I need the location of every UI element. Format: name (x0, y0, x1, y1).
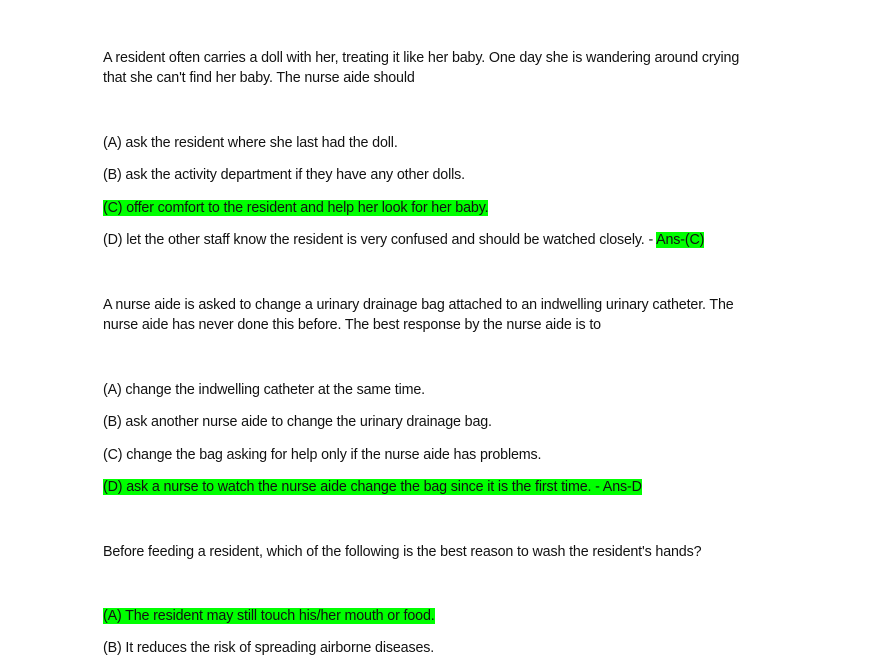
question-1-option-c: (C) offer comfort to the resident and he… (103, 198, 489, 218)
question-2-option-c: (C) change the bag asking for help only … (103, 447, 542, 463)
question-1-option-d-text: (D) let the other staff know the residen… (103, 232, 657, 248)
question-1-option-b: (B) ask the activity department if they … (103, 167, 465, 183)
question-1-option-c-highlighted: (C) offer comfort to the resident and he… (103, 200, 489, 216)
question-1-stem-line-1: A resident often carries a doll with her… (103, 50, 740, 66)
question-2-option-d-highlighted: (D) ask a nurse to watch the nurse aide … (103, 479, 642, 495)
question-1-stem-line-2: that she can't find her baby. The nurse … (103, 70, 415, 86)
question-1-option-d: (D) let the other staff know the residen… (103, 230, 704, 250)
question-2-option-a: (A) change the indwelling catheter at th… (103, 382, 425, 398)
question-2-option-b: (B) ask another nurse aide to change the… (103, 414, 492, 430)
question-1-option-a: (A) ask the resident where she last had … (103, 135, 398, 151)
question-1-answer: Ans-(C) (656, 232, 705, 248)
question-3-option-a: (A) The resident may still touch his/her… (103, 606, 435, 626)
question-3-stem-line-1: Before feeding a resident, which of the … (103, 544, 702, 560)
question-2-option-d: (D) ask a nurse to watch the nurse aide … (103, 477, 642, 497)
question-2-stem-line-2: nurse aide has never done this before. T… (103, 317, 601, 333)
question-3-option-b: (B) It reduces the risk of spreading air… (103, 640, 435, 656)
question-2-stem-line-1: A nurse aide is asked to change a urinar… (103, 297, 734, 313)
question-3-option-a-highlighted: (A) The resident may still touch his/her… (103, 608, 435, 624)
